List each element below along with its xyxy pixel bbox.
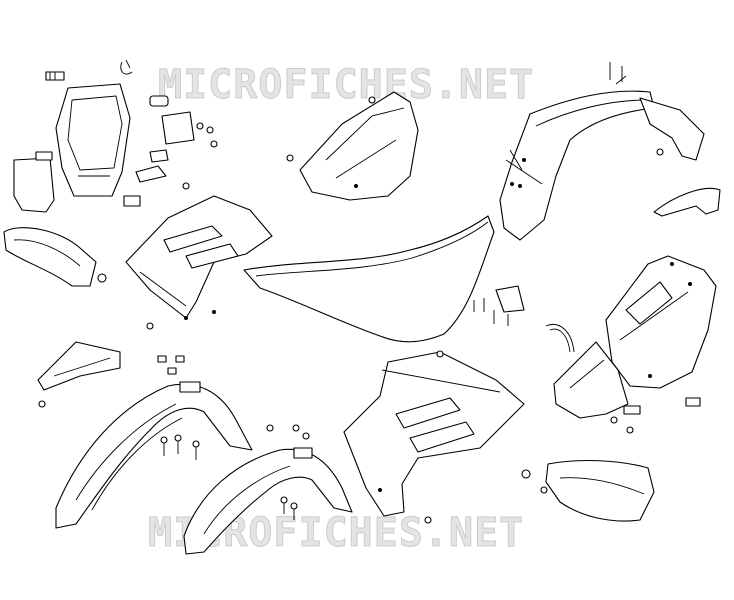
headlight-bolt-small[interactable] [45, 71, 65, 81]
front-fender-alt-bolts[interactable] [266, 424, 310, 520]
rubber-grommet[interactable] [149, 95, 169, 107]
seat-bracket[interactable] [473, 285, 525, 326]
shroud-screw-left[interactable] [146, 322, 154, 330]
rear-fender[interactable] [499, 90, 655, 241]
front-number-plate[interactable] [37, 341, 121, 408]
front-fender-bolts[interactable] [160, 434, 200, 460]
rear-cable-strap[interactable] [545, 324, 575, 353]
radiator-shroud-lower[interactable] [343, 351, 525, 517]
rear-mud-flap[interactable] [653, 187, 721, 217]
rear-number-plate-holder[interactable] [605, 255, 717, 389]
rear-tail-cover[interactable] [553, 341, 629, 419]
shroud-screw-lower[interactable] [424, 516, 432, 524]
front-fender-spacers[interactable] [157, 355, 185, 375]
headlight-clip[interactable] [120, 59, 133, 75]
number-plate-side[interactable] [13, 151, 55, 213]
headlight-mask[interactable] [55, 83, 131, 197]
side-number-panel-upper[interactable] [299, 91, 419, 201]
headlight-bracket[interactable] [123, 165, 167, 207]
front-fender-alt[interactable] [183, 447, 353, 555]
rear-fender-extension[interactable] [609, 62, 705, 161]
headlight-bulb-holder[interactable] [149, 111, 195, 163]
rear-bolts[interactable] [610, 397, 701, 434]
hand-guard-left[interactable] [3, 227, 107, 287]
watermark-top: MICROFICHES.NET [157, 62, 535, 109]
front-fender-main[interactable] [55, 381, 253, 529]
screw-side-panel[interactable] [286, 154, 294, 162]
hand-guard-right[interactable] [521, 459, 655, 522]
shroud-screw-upper[interactable] [436, 350, 444, 358]
radiator-shroud-upper-left[interactable] [125, 195, 273, 320]
seat[interactable] [243, 215, 495, 343]
